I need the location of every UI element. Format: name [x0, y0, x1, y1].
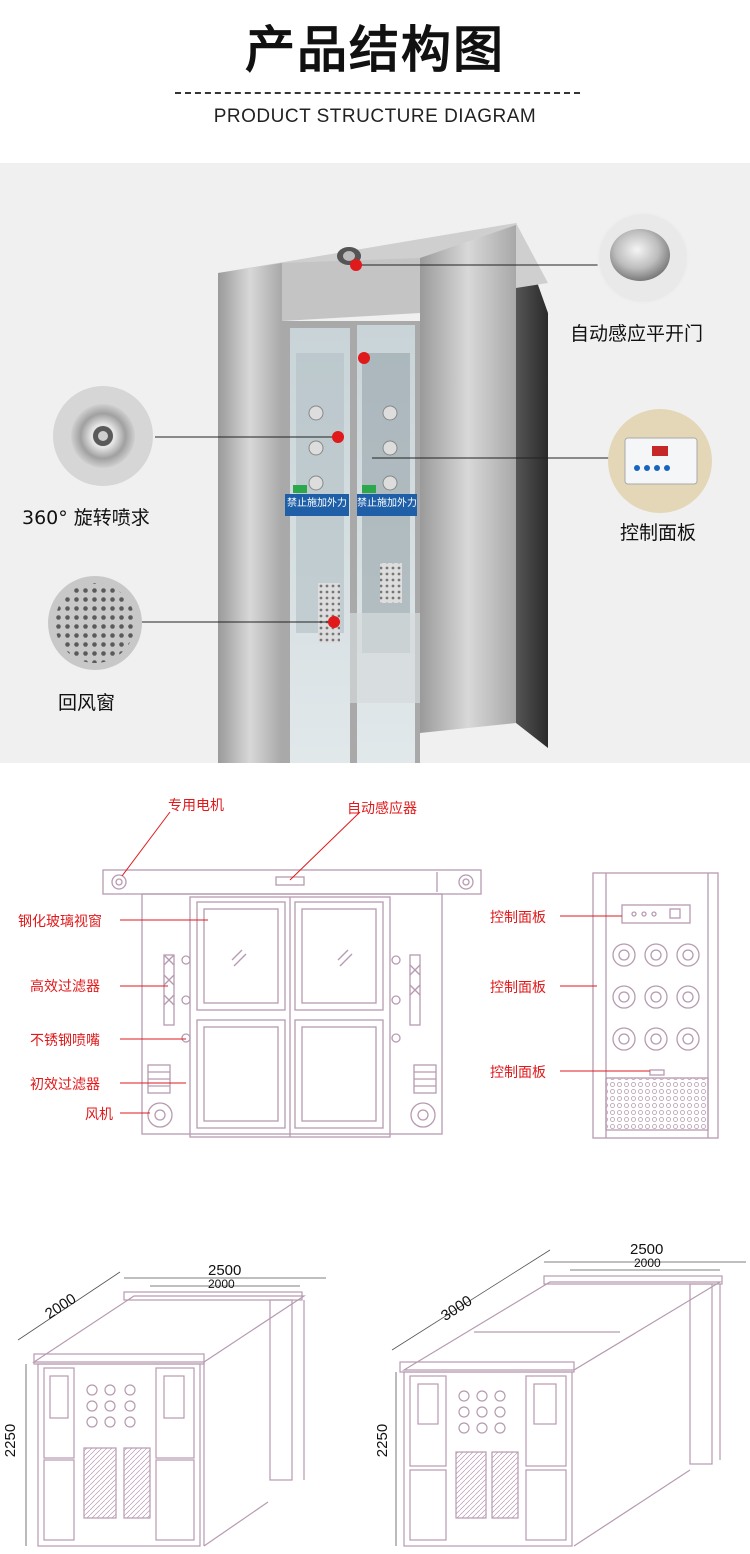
dim-left-width-inner: 2000 — [208, 1277, 235, 1291]
label-nozzle-diagram: 不锈钢喷嘴 — [30, 1033, 100, 1049]
marker-dot — [358, 352, 370, 364]
label-fan: 风机 — [85, 1107, 113, 1123]
dimension-drawings — [17, 1249, 746, 1547]
label-side-control-3: 控制面板 — [490, 1065, 546, 1081]
page-subtitle: PRODUCT STRUCTURE DIAGRAM — [213, 106, 537, 127]
dim-left-width-outer: 2500 — [208, 1262, 242, 1279]
label-side-control-1: 控制面板 — [490, 910, 546, 926]
page-title: 产品结构图 — [245, 20, 505, 79]
air-shower-photo — [48, 212, 712, 763]
label-prefilter: 初效过滤器 — [30, 1077, 100, 1093]
label-return-vent: 回风窗 — [58, 692, 116, 714]
dim-right-width-outer: 2500 — [630, 1241, 664, 1258]
dim-right-width-inner: 2000 — [634, 1256, 661, 1270]
door-sign-left: 禁止施加外力 — [287, 498, 347, 509]
door-sign-right-bg — [357, 494, 417, 516]
door-sign-left-bg — [285, 494, 349, 516]
label-sensor: 自动感应器 — [347, 801, 417, 817]
label-control-panel: 控制面板 — [620, 522, 697, 544]
title-divider — [175, 92, 580, 94]
label-glass: 钢化玻璃视窗 — [18, 914, 102, 930]
dim-left-height: 2250 — [2, 1423, 20, 1458]
door-sign-right: 禁止施加外力 — [357, 498, 417, 509]
label-auto-door: 自动感应平开门 — [570, 323, 704, 345]
marker-dot — [332, 431, 344, 443]
elevation-drawing — [102, 811, 719, 1139]
label-hepa: 高效过滤器 — [30, 979, 100, 995]
label-side-control-2: 控制面板 — [490, 980, 546, 996]
label-nozzle: 360° 旋转喷求 — [22, 507, 150, 529]
marker-dot — [350, 259, 362, 271]
marker-dot — [328, 616, 340, 628]
label-motor: 专用电机 — [168, 798, 224, 814]
dim-right-height: 2250 — [374, 1423, 392, 1458]
